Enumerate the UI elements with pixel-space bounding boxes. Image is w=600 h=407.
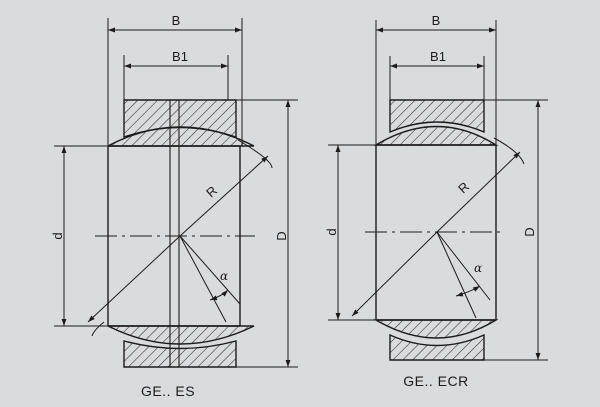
left-caption: GE.. ES [141,383,195,399]
inner-ring-upper [373,125,499,146]
right-label-d-outer: D [522,227,537,236]
left-label-d-outer: D [274,231,289,240]
left-label-alpha: α [220,269,228,283]
inner-ring-lower [107,325,255,345]
right-caption: GE.. ECR [403,373,468,389]
left-label-r: R [203,183,220,200]
right-label-alpha: α [474,261,482,275]
outer-ring-upper [389,99,485,134]
left-label-b: B [172,13,181,28]
right-label-b: B [432,13,441,28]
left-label-b1: B1 [172,49,188,64]
right-label-d-bore: d [324,228,339,235]
right-label-b1: B1 [430,49,446,64]
inner-ring-upper [107,126,255,147]
outer-ring-lower [389,333,485,361]
drawing-ge-ecr [328,20,548,361]
drawing-ge-es [54,18,298,368]
left-label-d-bore: d [50,232,65,239]
inner-ring-lower [373,319,499,339]
right-label-r: R [455,179,472,196]
outer-ring-lower [123,340,237,368]
